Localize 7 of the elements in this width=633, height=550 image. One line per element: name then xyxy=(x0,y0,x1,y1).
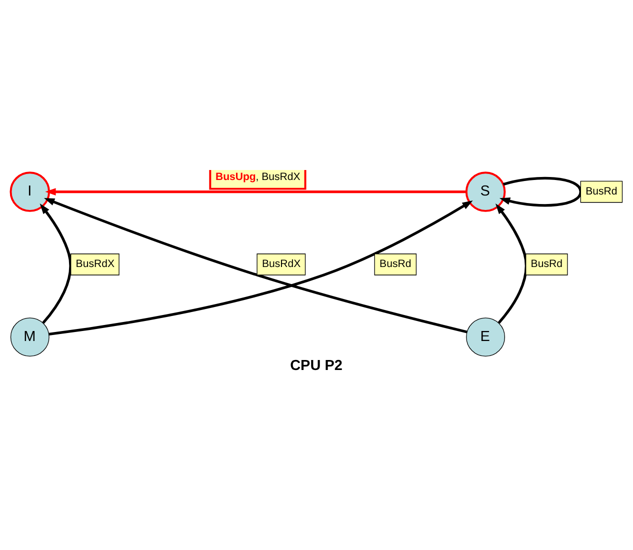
edge-label: BusRdX xyxy=(262,258,301,270)
edge-label: BusRd xyxy=(380,258,412,270)
edge-label: BusRd xyxy=(530,258,562,270)
edge-label: BusUpg, BusRdX xyxy=(215,170,300,183)
edge-label: BusRdX xyxy=(76,258,114,270)
edge-label: BusRd xyxy=(586,185,618,198)
caption: CPU P2 xyxy=(290,358,343,374)
